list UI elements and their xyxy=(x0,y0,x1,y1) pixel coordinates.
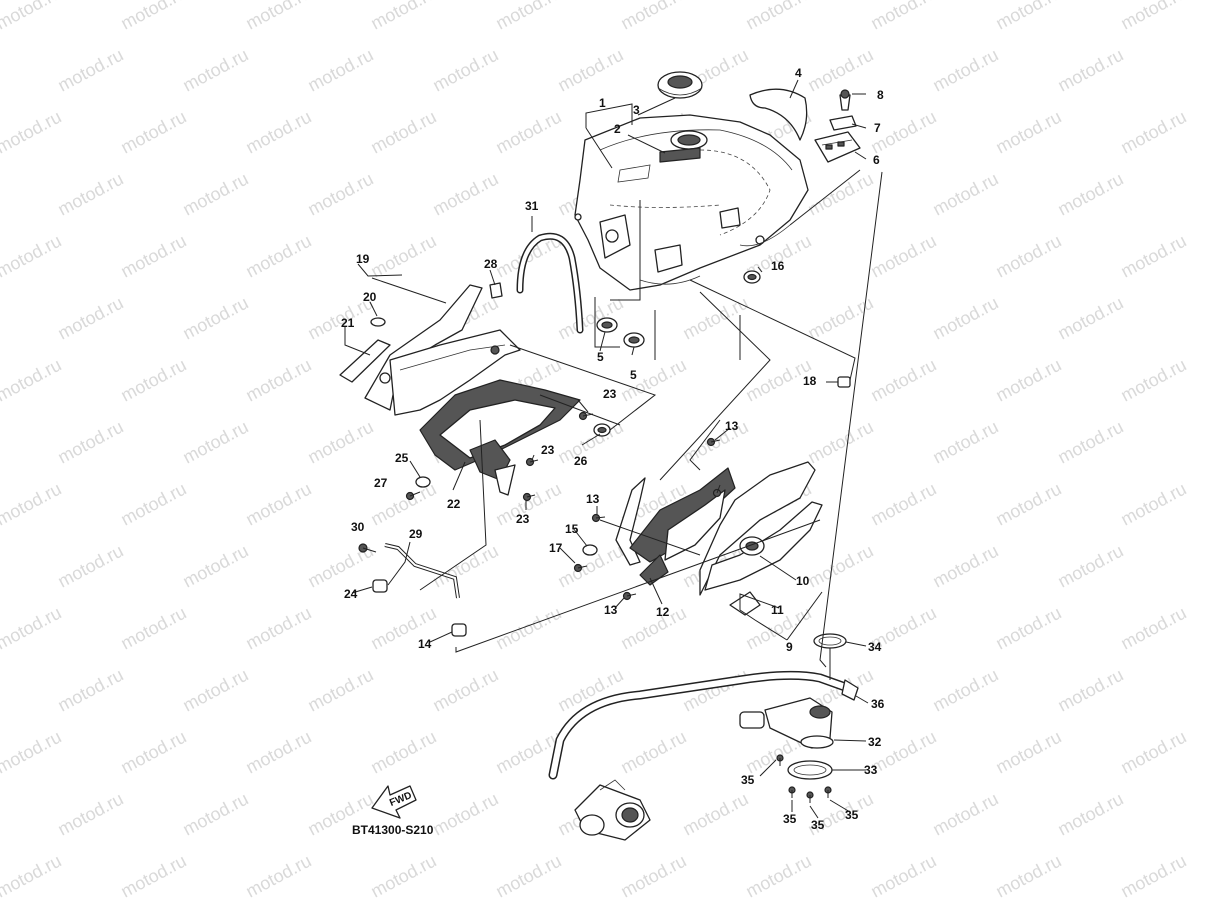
callout-35c: 35 xyxy=(811,818,825,832)
callout-35d: 35 xyxy=(845,808,859,822)
bracket-assembly[interactable] xyxy=(814,89,861,163)
right-fasteners[interactable] xyxy=(573,437,721,601)
callout-34: 34 xyxy=(868,640,882,654)
callout-1: 1 xyxy=(599,96,606,110)
side-cover-left[interactable] xyxy=(364,284,581,481)
callout-6: 6 xyxy=(873,153,880,167)
callout-5a: 5 xyxy=(597,350,604,364)
callout-11: 11 xyxy=(771,603,784,617)
callout-3: 3 xyxy=(633,103,640,117)
callout-2: 2 xyxy=(614,122,621,136)
callout-22: 22 xyxy=(447,497,461,511)
tank-label[interactable] xyxy=(659,147,701,163)
callout-7: 7 xyxy=(874,121,881,135)
callout-13a: 13 xyxy=(725,419,739,433)
fuel-hose[interactable] xyxy=(548,670,859,780)
callout-27: 27 xyxy=(374,476,388,490)
callout-30: 30 xyxy=(351,520,365,534)
assembly-lines xyxy=(419,169,861,680)
callout-13b: 13 xyxy=(586,492,600,506)
callout-36: 36 xyxy=(871,697,885,711)
decal-left[interactable] xyxy=(339,317,391,383)
callout-21: 21 xyxy=(341,316,355,330)
callout-35b: 35 xyxy=(783,812,797,826)
callout-17: 17 xyxy=(549,541,563,555)
callout-labels: 1 2 3 4 5 5 6 7 8 9 10 11 12 13 13 13 14… xyxy=(341,66,885,832)
damper-pair[interactable] xyxy=(596,317,645,348)
side-cover-right[interactable] xyxy=(615,461,823,616)
dampers-left[interactable] xyxy=(405,411,611,502)
callout-10: 10 xyxy=(796,574,810,588)
breather-hose[interactable] xyxy=(516,232,584,334)
diagram-code: BT41300-S210 xyxy=(352,823,434,837)
grommet-28[interactable] xyxy=(489,282,503,299)
damper-16[interactable] xyxy=(743,270,761,284)
knee-pad[interactable] xyxy=(749,88,808,141)
collar-18[interactable] xyxy=(837,376,851,388)
callout-23c: 23 xyxy=(516,512,530,526)
bracket-rod[interactable] xyxy=(358,543,467,637)
fwd-arrow: FWD xyxy=(371,785,417,819)
callout-15: 15 xyxy=(565,522,579,536)
callout-14: 14 xyxy=(418,637,432,651)
callout-29: 29 xyxy=(409,527,423,541)
callout-32: 32 xyxy=(868,735,882,749)
callout-23b: 23 xyxy=(541,443,555,457)
pump-gasket-33[interactable] xyxy=(787,760,833,780)
leader-lines xyxy=(344,79,883,819)
gasket-34[interactable] xyxy=(813,633,847,649)
callout-16: 16 xyxy=(771,259,785,273)
callout-12: 12 xyxy=(656,605,670,619)
fuel-tank[interactable] xyxy=(574,114,809,291)
callout-5b: 5 xyxy=(630,368,637,382)
callout-8: 8 xyxy=(877,88,884,102)
fuel-pump[interactable] xyxy=(739,697,834,749)
callout-20: 20 xyxy=(363,290,377,304)
callout-18: 18 xyxy=(803,374,817,388)
callout-35a: 35 xyxy=(741,773,755,787)
callout-28: 28 xyxy=(484,257,498,271)
callout-25: 25 xyxy=(395,451,409,465)
callout-23a: 23 xyxy=(603,387,617,401)
tank-cap-cover[interactable] xyxy=(657,71,703,99)
callout-19: 19 xyxy=(356,252,370,266)
callout-9: 9 xyxy=(786,640,793,654)
callout-33: 33 xyxy=(864,763,878,777)
callout-13c: 13 xyxy=(604,603,618,617)
callout-24: 24 xyxy=(344,587,358,601)
callout-26: 26 xyxy=(574,454,588,468)
pump-bolts-35[interactable] xyxy=(776,754,832,803)
callout-4: 4 xyxy=(795,66,802,80)
callout-31: 31 xyxy=(525,199,539,213)
throttle-body xyxy=(574,779,651,841)
